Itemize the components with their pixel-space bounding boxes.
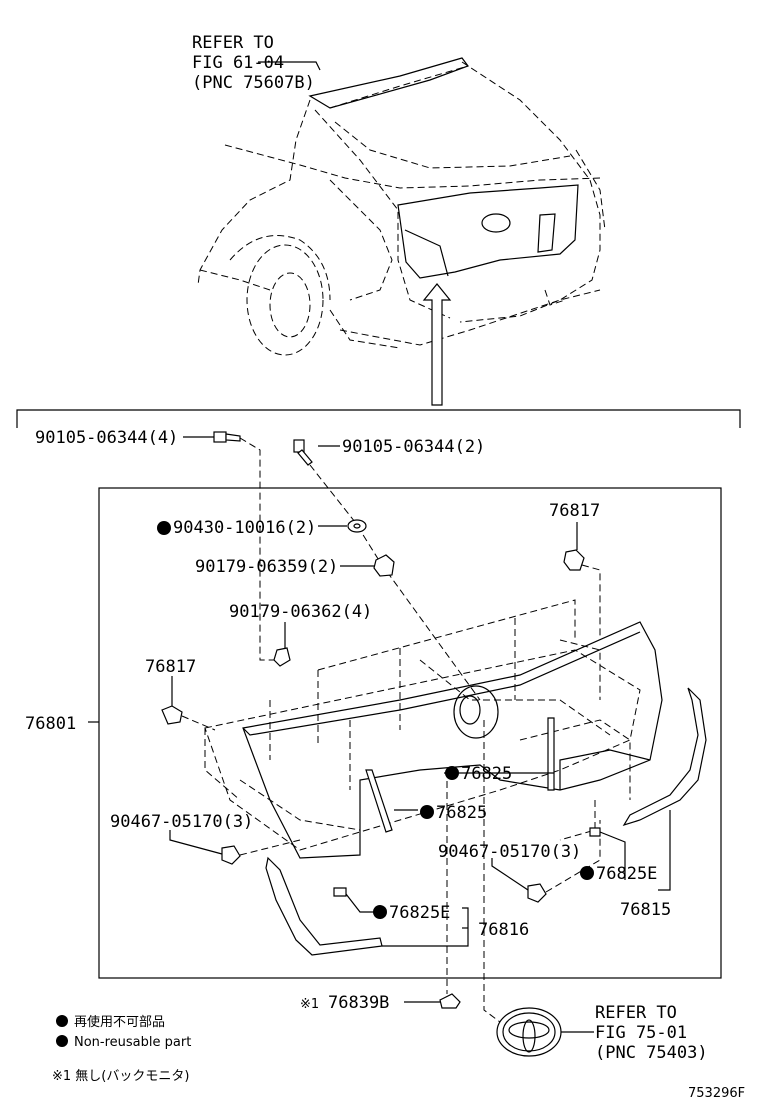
- clip-right: [563, 549, 585, 571]
- label-clip-right: 76817: [549, 501, 600, 521]
- legend-note: ※1 無し(バックモニタ): [52, 1069, 189, 1084]
- seal-center: [547, 717, 555, 791]
- refer-bottom-line3: (PNC 75403): [595, 1043, 708, 1063]
- label-nut-90179-06362: 90179-06362(4): [229, 602, 372, 622]
- label-garnish: 76801: [25, 714, 76, 734]
- label-nut-90179-06359: 90179-06359(2): [195, 557, 338, 577]
- label-camera-cover: 76839B: [328, 993, 389, 1013]
- seal-e-left: [333, 887, 347, 897]
- figure-id: 753296F: [688, 1086, 745, 1101]
- label-seal-e-right: 76825E: [596, 864, 657, 884]
- assembly-bracket: [16, 409, 741, 428]
- label-clip-left: 76817: [145, 657, 196, 677]
- legend-en: Non-reusable part: [74, 1035, 191, 1050]
- emblem-icon: [496, 1007, 562, 1057]
- garnish-on-car: [397, 184, 579, 279]
- back-door-garnish: [204, 599, 663, 859]
- refer-top-line2: FIG 61-04: [192, 53, 284, 73]
- nonreusable-dot: [373, 905, 387, 919]
- molding-left: [265, 856, 383, 956]
- refer-bottom-line1: REFER TO: [595, 1003, 677, 1023]
- label-seal-left: 76825: [436, 803, 487, 823]
- camera-cover: [439, 993, 461, 1009]
- car-illustration: [197, 57, 606, 406]
- refer-top-line1: REFER TO: [192, 33, 274, 53]
- screw-left: [221, 845, 241, 865]
- clip-left: [161, 705, 183, 725]
- nut-90179-06362: [273, 647, 291, 667]
- bolt-left: [213, 431, 241, 443]
- label-molding-right: 76815: [620, 900, 671, 920]
- spoiler: [308, 57, 469, 109]
- nonreusable-dot: [580, 866, 594, 880]
- label-seal-e-left: 76825E: [389, 903, 450, 923]
- nonreusable-dot: [445, 766, 459, 780]
- legend-dot-jp: [56, 1015, 68, 1027]
- assembly-frame: [98, 487, 722, 979]
- label-bolt-left: 90105-06344(4): [35, 428, 178, 448]
- refer-bottom-line2: FIG 75-01: [595, 1023, 687, 1043]
- bolt-right: [293, 439, 313, 466]
- label-bolt-right: 90105-06344(2): [342, 437, 485, 457]
- molding-right: [622, 687, 707, 827]
- label-screw-left: 90467-05170(3): [110, 812, 253, 832]
- legend-dot-en: [56, 1035, 68, 1047]
- emblem-on-car: [481, 213, 511, 233]
- label-seal-center: 76825: [461, 764, 512, 784]
- refer-top-line3: (PNC 75607B): [192, 73, 315, 93]
- legend-jp: 再使用不可部品: [74, 1014, 165, 1030]
- seal-e-right: [589, 827, 601, 837]
- screw-right: [527, 883, 547, 903]
- nonreusable-dot: [420, 805, 434, 819]
- seal-left: [365, 769, 393, 833]
- location-arrow: [422, 283, 452, 406]
- label-molding-left: 76816: [478, 920, 529, 940]
- nut-90179-06359: [373, 554, 395, 577]
- nonreusable-dot: [157, 521, 171, 535]
- label-screw-right: 90467-05170(3): [438, 842, 581, 862]
- label-camera-cover-prefix: ※1: [300, 997, 319, 1012]
- label-washer: 90430-10016(2): [173, 518, 316, 538]
